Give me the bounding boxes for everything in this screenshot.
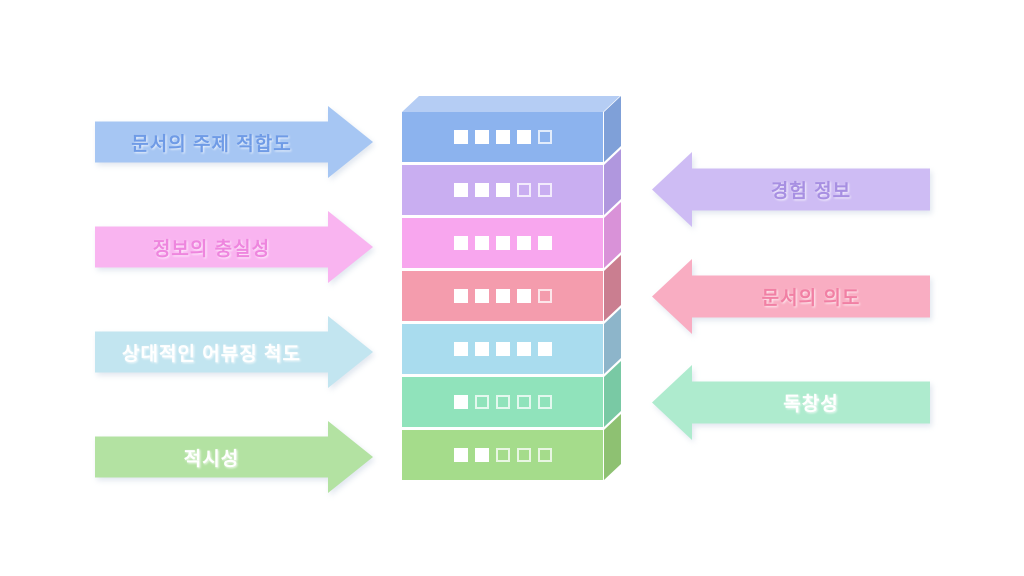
tower-block-side-face: [604, 149, 621, 215]
arrow-left-information-fidelity: 정보의 충실성: [95, 211, 373, 283]
rating-square-filled: [516, 342, 531, 356]
rating-square-filled: [474, 236, 489, 250]
arrow-label: 독창성: [783, 394, 839, 415]
tower-block-4: [402, 255, 621, 321]
rating-squares: [402, 218, 603, 268]
rating-square-filled: [516, 130, 531, 144]
arrow-left-timeliness: 적시성: [95, 421, 373, 493]
tower-block-7: [402, 414, 621, 480]
tower-block-side-face: [604, 96, 621, 162]
rating-square-filled: [453, 342, 468, 356]
rating-square-filled: [474, 289, 489, 303]
arrow-label: 정보의 충실성: [152, 238, 271, 260]
rating-square-filled: [453, 236, 468, 250]
rating-block-tower: [400, 96, 622, 486]
rating-square-filled: [495, 342, 510, 356]
arrow-label: 경험 정보: [770, 181, 852, 202]
arrow-right-document-intent: 문서의 의도: [652, 259, 930, 334]
arrow-label: 문서의 의도: [761, 288, 861, 309]
arrow-right-originality: 독창성: [652, 365, 930, 440]
arrow-left-relative-abusing-scale: 상대적인 어뷰징 척도: [95, 316, 373, 388]
rating-square-empty: [516, 183, 531, 197]
rating-squares: [402, 165, 603, 215]
rating-square-filled: [474, 130, 489, 144]
rating-square-filled: [537, 342, 552, 356]
rating-squares: [402, 324, 603, 374]
rating-square-filled: [495, 289, 510, 303]
rating-square-filled: [495, 183, 510, 197]
rating-square-empty: [537, 448, 552, 462]
rating-square-filled: [474, 448, 489, 462]
rating-square-filled: [453, 395, 468, 409]
rating-square-empty: [537, 130, 552, 144]
rating-square-filled: [516, 236, 531, 250]
tower-top-face: [402, 96, 620, 112]
rating-square-filled: [474, 342, 489, 356]
tower-block-side-face: [604, 414, 621, 480]
rating-square-filled: [495, 236, 510, 250]
tower-block-side-face: [604, 202, 621, 268]
tower-block-side-face: [604, 361, 621, 427]
rating-squares: [402, 430, 603, 480]
rating-square-filled: [453, 130, 468, 144]
rating-square-filled: [453, 448, 468, 462]
rating-square-empty: [495, 395, 510, 409]
arrow-label: 문서의 주제 적합도: [131, 133, 292, 155]
tower-block-side-face: [604, 255, 621, 321]
tower-block-5: [402, 308, 621, 374]
tower-block-1: [402, 96, 621, 162]
rating-squares: [402, 271, 603, 321]
rating-square-empty: [537, 289, 552, 303]
rating-squares: [402, 112, 603, 162]
rating-squares: [402, 377, 603, 427]
rating-square-empty: [516, 448, 531, 462]
rating-square-empty: [537, 183, 552, 197]
rating-square-empty: [474, 395, 489, 409]
rating-square-empty: [537, 395, 552, 409]
rating-square-filled: [495, 130, 510, 144]
tower-block-6: [402, 361, 621, 427]
arrow-right-experience-info: 경험 정보: [652, 152, 930, 227]
rating-square-empty: [516, 395, 531, 409]
rating-square-filled: [453, 289, 468, 303]
rating-square-filled: [453, 183, 468, 197]
rating-square-filled: [516, 289, 531, 303]
tower-block-3: [402, 202, 621, 268]
tower-block-2: [402, 149, 621, 215]
arrow-label: 적시성: [183, 448, 240, 470]
rating-square-empty: [495, 448, 510, 462]
rating-square-filled: [537, 236, 552, 250]
tower-block-side-face: [604, 308, 621, 374]
arrow-label: 상대적인 어뷰징 척도: [122, 343, 301, 365]
rating-square-filled: [474, 183, 489, 197]
arrow-left-topic-relevance: 문서의 주제 적합도: [95, 106, 373, 178]
